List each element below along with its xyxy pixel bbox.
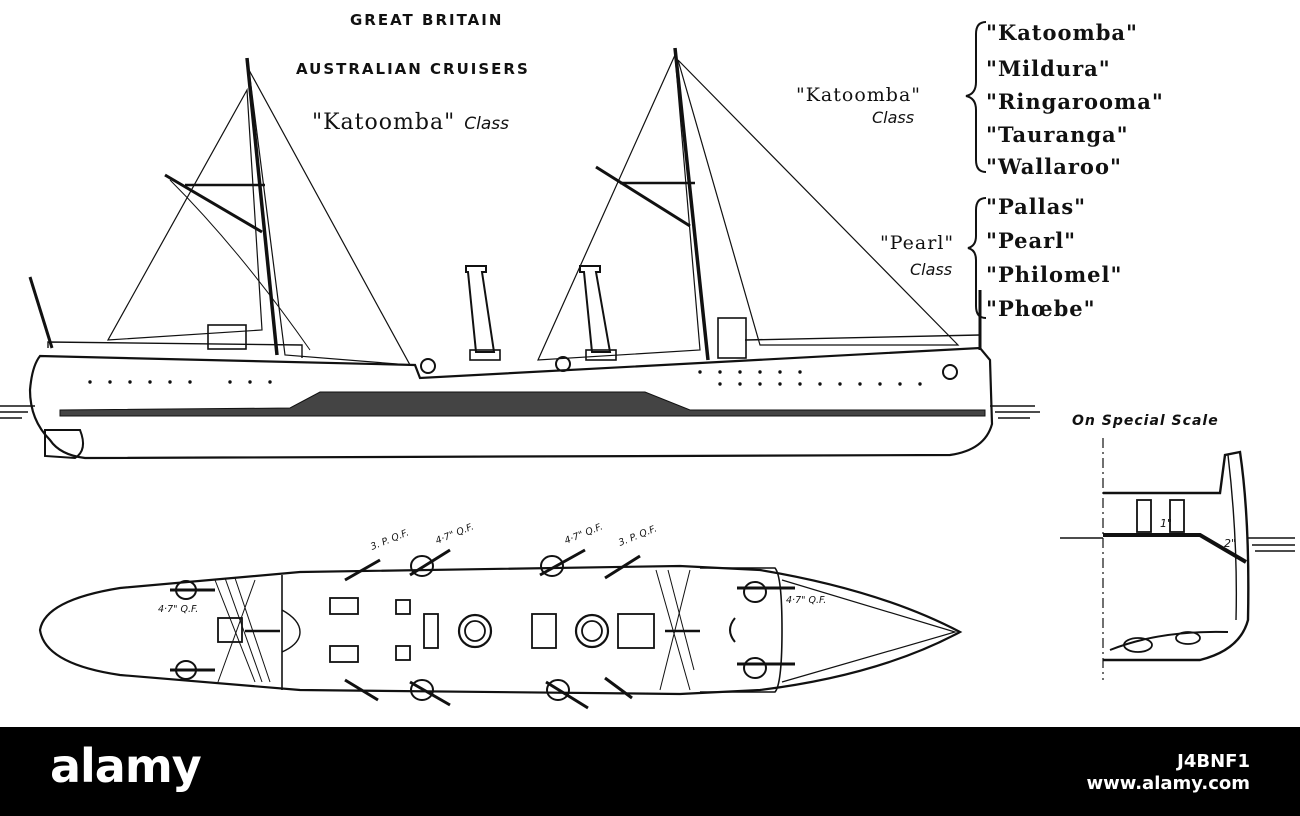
hatch xyxy=(395,599,411,615)
stern-flagstaff xyxy=(28,276,54,349)
site-url: www.alamy.com xyxy=(1086,773,1250,794)
hull xyxy=(28,346,994,460)
gun-label: 4·7" Q.F. xyxy=(158,604,198,615)
deck-plan xyxy=(38,548,963,710)
main-gaff xyxy=(595,165,691,228)
ship-name: "Katoomba" xyxy=(986,20,1138,45)
gun-label: 3. P. Q.F. xyxy=(369,527,410,552)
side-profile xyxy=(0,47,1040,460)
title-class-name: "Katoomba" xyxy=(312,110,456,135)
katoomba-group-class: Class xyxy=(872,108,915,127)
hatch xyxy=(423,613,439,649)
armor-thickness: 2" xyxy=(1224,537,1236,550)
hatch xyxy=(617,613,655,649)
rigging xyxy=(214,569,695,691)
brand-logo: alamy xyxy=(50,739,202,793)
midship-section xyxy=(1060,438,1295,680)
hatch xyxy=(329,597,359,615)
aft-funnel-top xyxy=(574,613,610,649)
watermark-footer: alamy J4BNF1 www.alamy.com xyxy=(0,727,1300,816)
gun-label: 3. P. Q.F. xyxy=(617,523,658,548)
gun-label: 4·7" Q.F. xyxy=(563,521,604,546)
hatch xyxy=(395,645,411,661)
title-subtitle: AUSTRALIAN CRUISERS xyxy=(296,60,530,78)
fore-sail xyxy=(106,87,263,341)
main-mast xyxy=(673,47,710,361)
capstan xyxy=(729,617,736,643)
gun-label: 4·7" Q.F. xyxy=(434,521,475,546)
katoomba-group-label: "Katoomba" xyxy=(796,84,922,106)
ship-name: "Tauranga" xyxy=(986,122,1129,147)
title-class: "Katoomba" Class xyxy=(312,110,509,135)
ship-drawings: 3. P. Q.F. 4·7" Q.F. 4·7" Q.F. 3. P. Q.F… xyxy=(0,21,1295,710)
image-id: J4BNF1 xyxy=(1177,751,1250,772)
rudder xyxy=(44,429,85,460)
image-code: J4BNF1 www.alamy.com xyxy=(1086,751,1250,795)
katoomba-brace xyxy=(965,21,987,173)
fore-sail-curve xyxy=(169,179,311,351)
ship-name: "Pallas" xyxy=(986,194,1087,219)
bridge-house xyxy=(717,317,747,359)
title-country: GREAT BRITAIN xyxy=(350,11,504,29)
deck-gun xyxy=(420,358,436,374)
fore-staysail xyxy=(248,69,412,366)
waterline xyxy=(0,405,1040,419)
ship-name: "Ringarooma" xyxy=(986,89,1164,114)
pearl-group-class: Class xyxy=(910,260,953,279)
title-class-word: Class xyxy=(464,114,510,134)
fore-mast xyxy=(245,57,279,356)
ship-name: "Philomel" xyxy=(986,262,1123,287)
armor-thickness: 1" xyxy=(1160,517,1172,530)
fore-funnel xyxy=(465,265,496,353)
ship-name: "Pearl" xyxy=(986,228,1077,253)
deck-gun xyxy=(555,356,571,372)
protective-deck xyxy=(1103,533,1248,564)
aft-funnel xyxy=(579,265,612,353)
main-sail xyxy=(537,52,701,361)
gun-mounts xyxy=(170,548,795,710)
hatch xyxy=(329,645,359,663)
anchor xyxy=(942,364,958,380)
portholes xyxy=(88,370,922,386)
deck-outline xyxy=(38,564,963,696)
ship-name: "Wallaroo" xyxy=(986,154,1122,179)
armour-belt xyxy=(59,391,986,417)
ship-name: "Phœbe" xyxy=(986,296,1096,321)
ship-name: "Mildura" xyxy=(986,56,1111,81)
gun-label: 4·7" Q.F. xyxy=(786,595,826,606)
main-staysail xyxy=(677,59,960,346)
pearl-group-label: "Pearl" xyxy=(880,232,955,254)
stern-deckhouse xyxy=(207,324,247,350)
special-scale-label: On Special Scale xyxy=(1072,413,1219,429)
section-hull xyxy=(1103,450,1250,662)
warship-plate: GREAT BRITAIN AUSTRALIAN CRUISERS "Katoo… xyxy=(0,11,1295,710)
hatch xyxy=(531,613,557,649)
pearl-brace xyxy=(967,197,987,319)
fore-railing xyxy=(47,341,303,358)
bow-deck xyxy=(700,567,783,693)
bow-railing xyxy=(744,334,981,341)
fore-funnel-top xyxy=(457,613,493,649)
fore-gaff xyxy=(164,173,263,234)
